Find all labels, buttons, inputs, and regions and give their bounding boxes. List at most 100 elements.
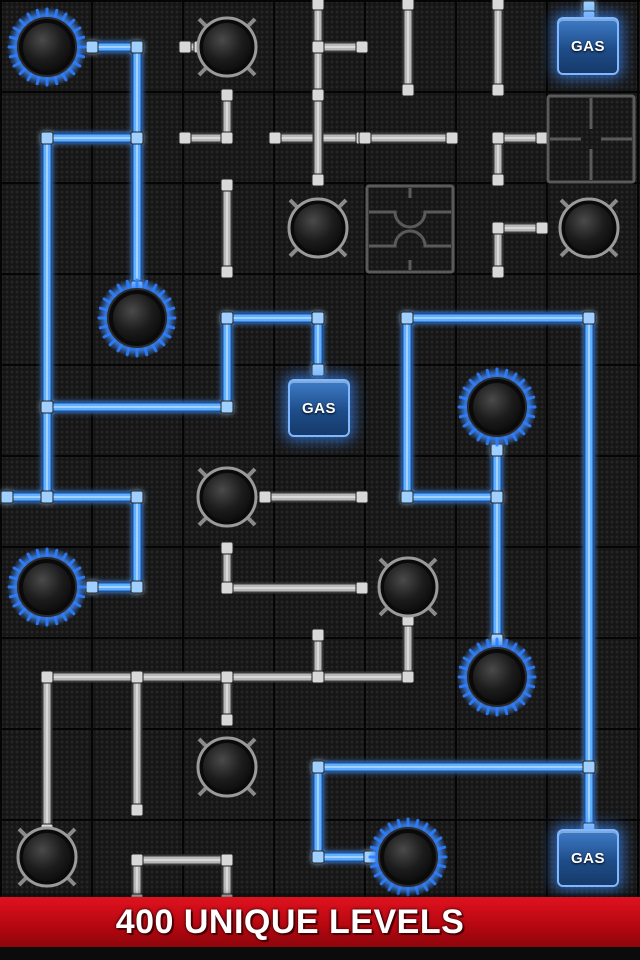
pipe-joint <box>220 265 234 279</box>
pipe-segment[interactable] <box>130 670 144 817</box>
unlit-burner <box>377 556 439 618</box>
burner-knob <box>203 23 251 71</box>
lit-pipe-segment[interactable] <box>40 40 144 594</box>
pipe-joint <box>130 803 144 817</box>
pipe-joint <box>355 490 369 504</box>
pipe-segment[interactable] <box>311 40 369 54</box>
pipe-joint <box>311 363 325 377</box>
pipe-joint <box>40 670 54 684</box>
pipe-joint <box>130 131 144 145</box>
pipe-joint <box>130 853 144 867</box>
pipe-joint <box>258 490 272 504</box>
lit-pipe-segment[interactable] <box>311 760 596 864</box>
pipe-segment[interactable] <box>491 131 549 187</box>
pipe-segment[interactable] <box>401 0 415 97</box>
unlit-burner <box>196 466 258 528</box>
lit-burner <box>7 7 87 87</box>
burner-knob <box>23 833 71 881</box>
burner-knob <box>384 833 432 881</box>
pipe-segment[interactable] <box>491 221 549 279</box>
pipe-joint <box>220 178 234 192</box>
gas-label: GAS <box>570 37 605 55</box>
idle-pipes[interactable] <box>40 0 549 907</box>
lit-pipe-segment[interactable] <box>130 131 144 294</box>
pipe-segment[interactable] <box>220 670 234 727</box>
promo-banner: 400 UNIQUE LEVELS <box>0 897 640 947</box>
pipe-joint <box>401 670 415 684</box>
grate-tile[interactable] <box>365 184 455 274</box>
burner-knob <box>203 743 251 791</box>
gas-label: GAS <box>570 849 605 867</box>
lit-pipe-segment[interactable] <box>40 311 325 414</box>
pipe-joint <box>311 628 325 642</box>
pipe-joint <box>491 265 505 279</box>
unlit-burner <box>16 826 78 888</box>
pipe-joint <box>130 40 144 54</box>
pipe-joint <box>220 131 234 145</box>
pipe-joint <box>445 131 459 145</box>
lit-burner <box>7 547 87 627</box>
pipe-joint <box>535 221 549 235</box>
pipe-joint <box>130 580 144 594</box>
pipe-joint <box>311 88 325 102</box>
burner-knob <box>23 563 71 611</box>
pipe-segment[interactable] <box>220 541 369 595</box>
lit-burner <box>97 278 177 358</box>
unlit-burner <box>196 16 258 78</box>
burner-knob <box>565 204 613 252</box>
pipe-joint <box>40 400 54 414</box>
burner-knob <box>384 563 432 611</box>
pipe-segment[interactable] <box>358 131 459 145</box>
gas-source-tile[interactable]: GAS <box>557 17 619 75</box>
pipe-segment[interactable] <box>311 88 325 187</box>
pipe-joint <box>355 40 369 54</box>
pipe-joint <box>311 40 325 54</box>
burner-knob <box>294 204 342 252</box>
banner-text: 400 UNIQUE LEVELS <box>115 902 465 941</box>
pipe-joint <box>311 760 325 774</box>
pipe-joint <box>130 670 144 684</box>
gas-filled-pipes[interactable] <box>0 0 596 864</box>
pipe-joint <box>491 0 505 11</box>
lit-pipe-segment[interactable] <box>400 311 596 836</box>
pipe-joint <box>491 173 505 187</box>
pipe-joint <box>491 131 505 145</box>
grate-tile[interactable] <box>546 94 636 184</box>
lit-burner <box>457 637 537 717</box>
pipe-segment[interactable] <box>491 0 505 97</box>
pipe-joint <box>40 131 54 145</box>
pipe-joint <box>400 311 414 325</box>
pipe-joint <box>220 400 234 414</box>
pipe-joint <box>582 760 596 774</box>
lit-pipe-segment[interactable] <box>490 490 504 647</box>
pipe-segment[interactable] <box>311 628 325 684</box>
gas-source-tile[interactable]: GAS <box>288 379 350 437</box>
pipe-joint <box>355 581 369 595</box>
pipe-segment[interactable] <box>178 88 234 145</box>
burners <box>7 7 620 897</box>
pipe-joint <box>220 541 234 555</box>
burner-knob <box>113 294 161 342</box>
pipe-joint <box>400 490 414 504</box>
pipe-joint <box>220 581 234 595</box>
lit-pipe-segment[interactable] <box>0 490 54 504</box>
burner-knob <box>473 383 521 431</box>
gas-source-tile[interactable]: GAS <box>557 829 619 887</box>
pipe-joint <box>311 670 325 684</box>
lit-burner <box>457 367 537 447</box>
pipe-joint <box>582 311 596 325</box>
pipe-segment[interactable] <box>220 178 234 279</box>
pipe-joint <box>0 490 14 504</box>
burner-knob <box>23 23 71 71</box>
pipe-joint <box>401 0 415 11</box>
pipe-joint <box>358 131 372 145</box>
pipe-joint <box>40 490 54 504</box>
pipe-joint <box>85 580 99 594</box>
unlit-burner <box>196 736 258 798</box>
gas-label: GAS <box>301 399 336 417</box>
pipe-segment[interactable] <box>258 490 369 504</box>
pipe-joint <box>491 221 505 235</box>
pipe-joint <box>220 713 234 727</box>
empty-grate-tiles[interactable] <box>365 94 636 274</box>
